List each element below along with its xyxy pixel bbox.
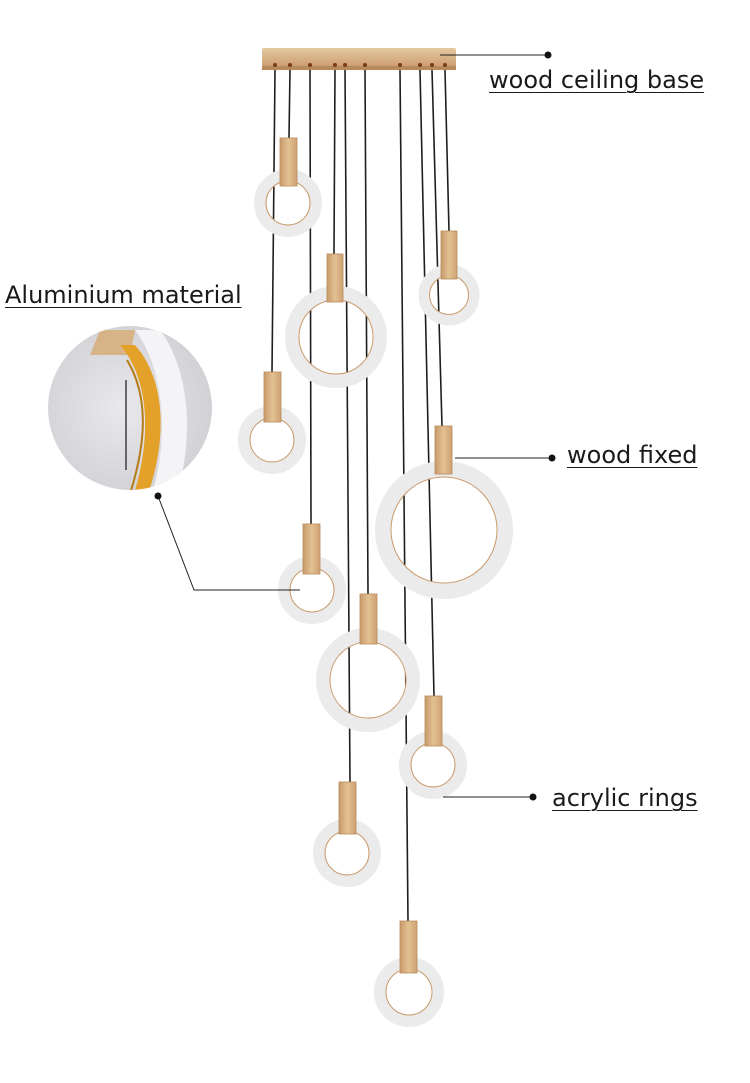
label-aluminium-material: Aluminium material	[5, 281, 242, 309]
label-wood-ceiling-base: wood ceiling base	[489, 66, 705, 94]
aluminium-detail-zoom	[48, 326, 212, 490]
label-wood-fixed: wood fixed	[567, 441, 698, 469]
ring-7	[316, 628, 420, 732]
label-acrylic-rings: acrylic rings	[552, 784, 698, 812]
callout-lines	[154, 51, 556, 801]
wood-blocks	[263, 137, 458, 974]
ring-5	[375, 461, 513, 599]
ceiling-base	[262, 48, 456, 70]
